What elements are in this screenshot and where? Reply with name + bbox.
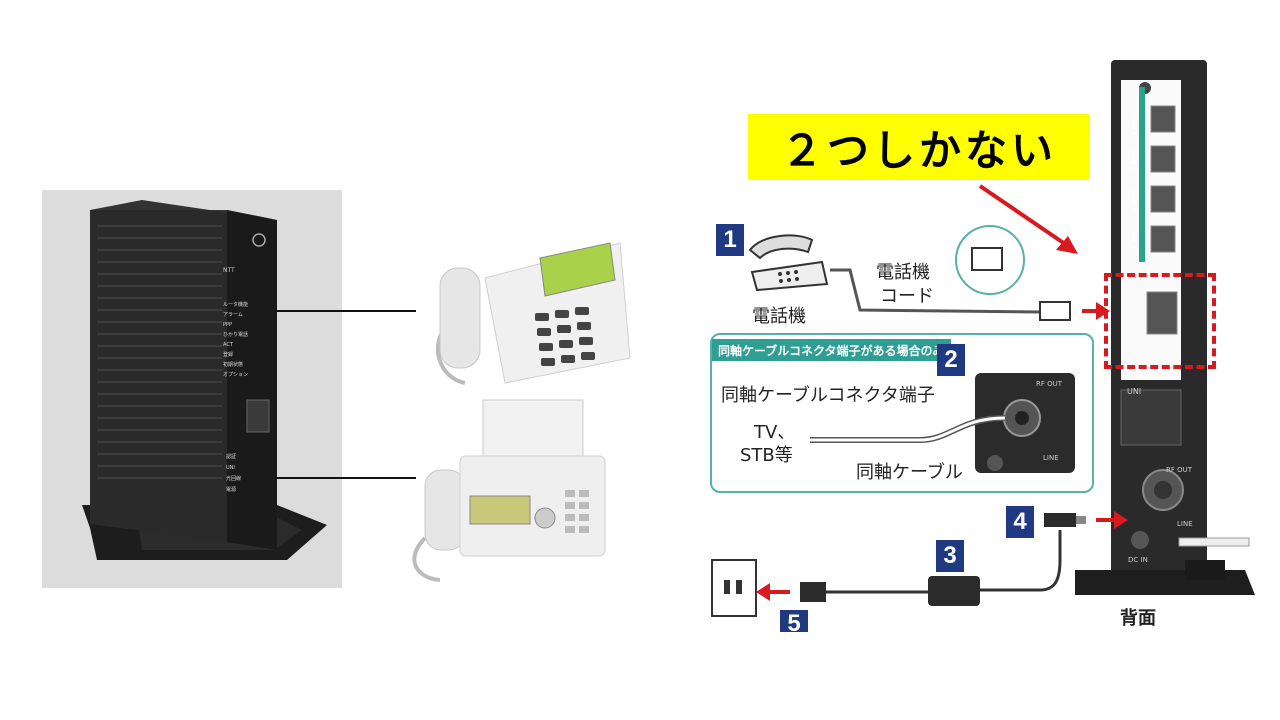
lan-port-strip <box>1139 87 1145 262</box>
uni-label: UNI <box>1127 387 1142 396</box>
step-2-badge: 2 <box>937 344 965 376</box>
coax-line-label: LINE <box>1043 454 1059 462</box>
rear-label: 背面 <box>1120 608 1156 629</box>
connector-line-phone <box>276 310 416 312</box>
lower-label: 光回線 <box>226 476 242 482</box>
dc-plug-arrow <box>1044 511 1128 529</box>
lan4-label: LAN 4 <box>1130 228 1138 249</box>
phone-cord-illustration <box>830 225 1110 321</box>
router-lower-labels: 認証 UNI 光回線 電源 <box>226 452 256 496</box>
step-4-badge: 4 <box>1006 506 1034 538</box>
coax-rf-out-label: RF OUT <box>1036 380 1063 388</box>
router-photo <box>42 190 342 588</box>
router-illustration <box>82 200 327 560</box>
lan3-label: LAN 3 <box>1130 190 1138 211</box>
desk-phone-icon <box>742 232 832 292</box>
phone-illustration <box>425 238 635 388</box>
coax-cable-label: 同軸ケーブル <box>856 462 963 483</box>
line-port-label: LINE <box>1177 520 1193 528</box>
phone-cord-label-1: 電話機 <box>876 262 930 283</box>
lower-label: 電源 <box>226 487 237 493</box>
phone-label: 電話機 <box>752 306 806 327</box>
indicator-label: ルータ機能 <box>223 302 249 308</box>
lan2-label: LAN 2 <box>1130 150 1138 171</box>
fax-illustration <box>405 398 610 583</box>
indicator-label: アラーム <box>223 312 243 318</box>
callout-text: ２つしかない <box>780 125 1057 175</box>
red-arrow-callout <box>978 184 1078 254</box>
lan1-label: LAN 1 <box>1130 115 1138 136</box>
lower-label: 認証 <box>226 454 237 460</box>
coax-terminal-label: 同軸ケーブルコネクタ端子 <box>721 385 935 406</box>
dc-in-label: DC IN <box>1128 556 1148 564</box>
indicator-label: ひかり電話 <box>223 332 249 338</box>
power-adapter-illustration <box>711 530 1062 617</box>
phone-cord-label-2: コード <box>880 286 934 307</box>
step-5-badge: 5 <box>780 610 808 632</box>
indicator-label: 初期状態 <box>223 362 244 368</box>
lower-label: UNI <box>226 465 235 471</box>
phone-port-highlight <box>1104 273 1216 369</box>
indicator-label: ACT <box>223 342 233 348</box>
router-indicator-list: ルータ機能 アラーム PPP ひかり電話 ACT 登録 初期状態 オプション <box>223 300 253 380</box>
indicator-label: PPP <box>223 322 233 328</box>
rf-out-label: RF OUT <box>1166 466 1193 474</box>
step-3-badge: 3 <box>936 540 964 572</box>
router-rear-illustration <box>1075 60 1255 600</box>
coax-illustration <box>810 373 1075 473</box>
tv-label: TV、 <box>754 422 796 443</box>
indicator-label: オプション <box>223 372 249 378</box>
coax-section-header: 同軸ケーブルコネクタ端子がある場合のみ <box>712 339 951 361</box>
step-1-badge: 1 <box>716 224 744 256</box>
router-brand: NTT <box>223 267 235 274</box>
stb-label: STB等 <box>740 445 793 466</box>
coax-section-box <box>710 333 1094 493</box>
callout-box <box>748 114 1090 180</box>
indicator-label: 登録 <box>223 352 234 358</box>
connector-line-fax <box>276 477 416 479</box>
